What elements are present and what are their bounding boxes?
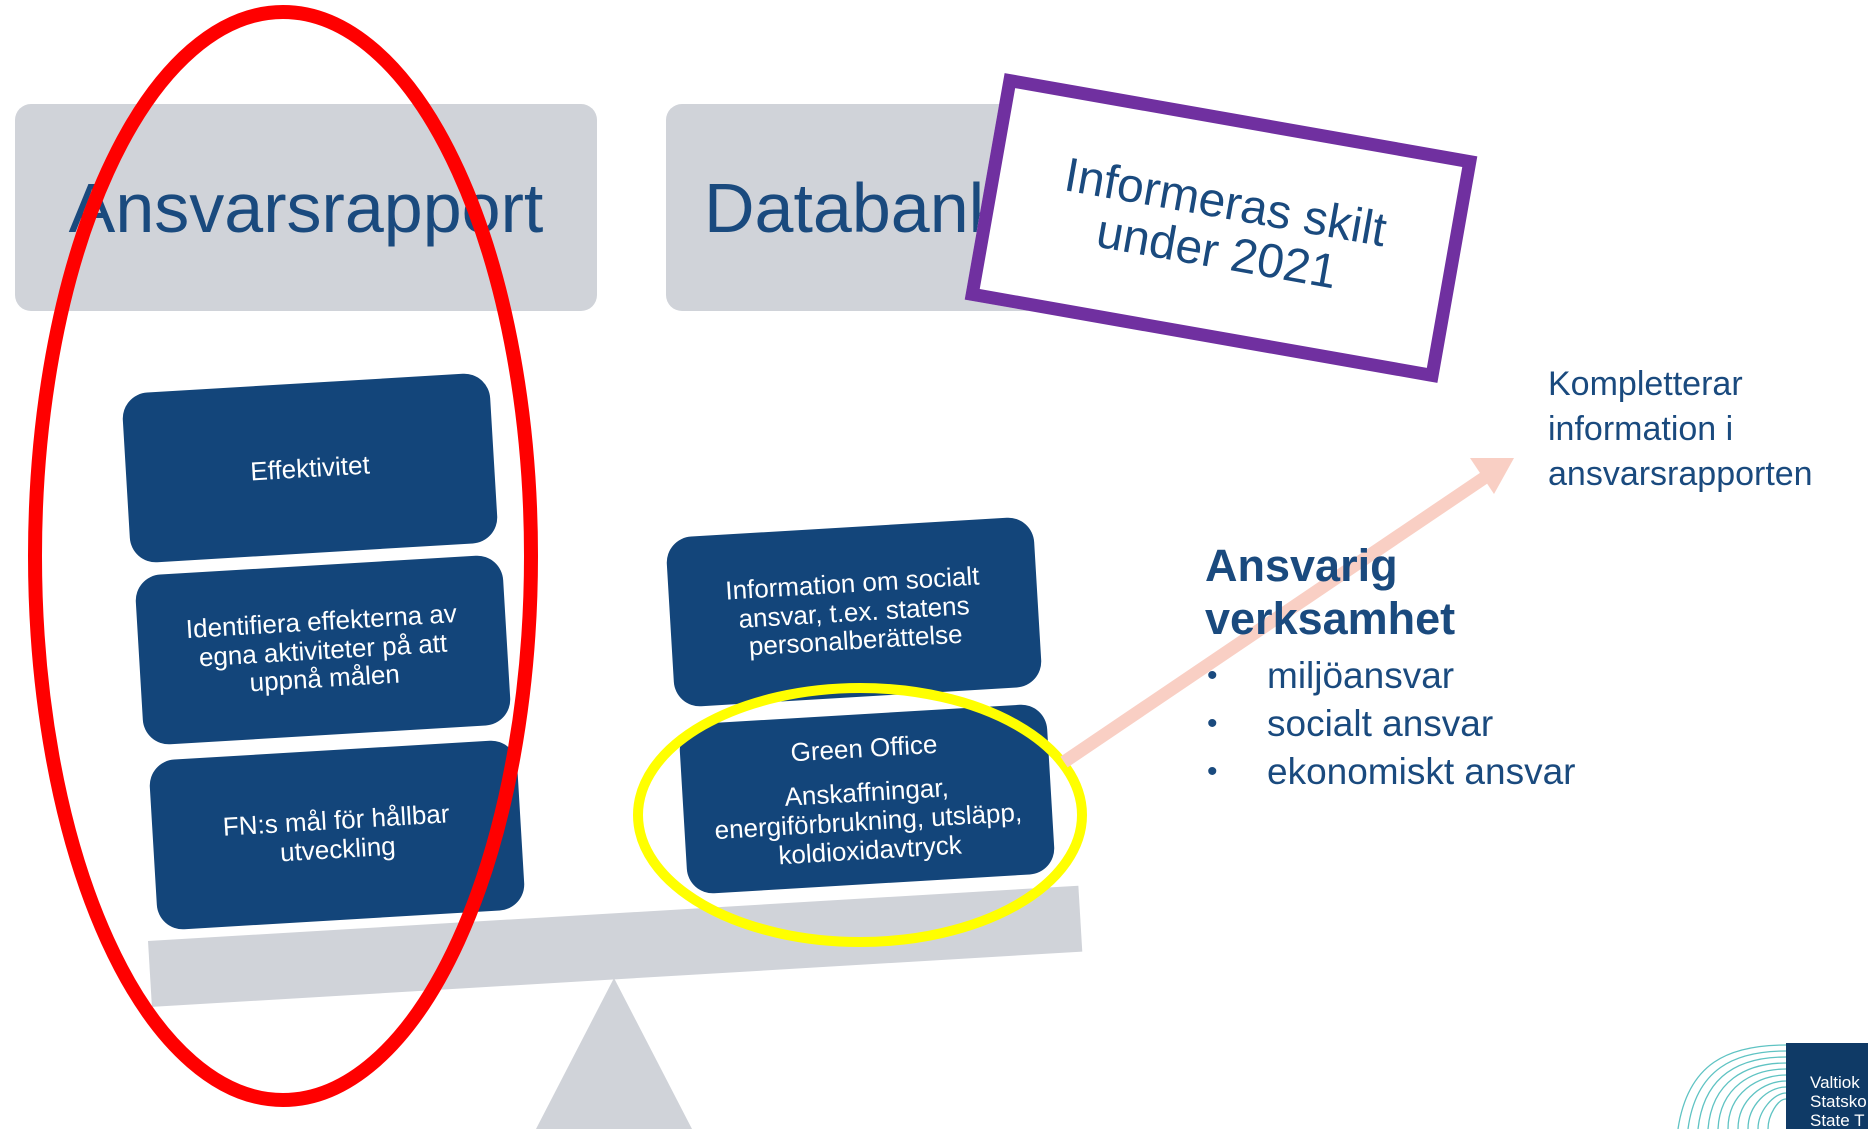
responsible-item: • ekonomiskt ansvar (1207, 748, 1575, 796)
responsible-item: • miljöansvar (1207, 652, 1575, 700)
responsible-item-text: ekonomiskt ansvar (1267, 751, 1576, 792)
bullet-dot: • (1207, 659, 1218, 692)
card-identifiera-effekter-text: Identifiera effekterna av egna aktivitet… (185, 598, 458, 698)
card-identifiera-effekter: Identifiera effekterna av egna aktivitet… (134, 554, 512, 746)
responsible-list: • miljöansvar • socialt ansvar • ekonomiskt… (1207, 652, 1575, 796)
state-treasury-logo-icon (1677, 1044, 1787, 1129)
bullet-dot: • (1207, 707, 1218, 740)
card-fn-mal-text: FN:s mål för hållbar utveckling (222, 798, 451, 868)
logo-line: Statsko (1810, 1092, 1867, 1111)
logo-line: Valtiok (1810, 1073, 1860, 1092)
card-socialt-ansvar-text: Information om socialt ansvar, t.ex. sta… (724, 560, 981, 662)
card-green-office: Green Office Anskaffningar, energiförbru… (678, 703, 1056, 895)
logo-text-panel: Valtiok Statsko State T (1786, 1043, 1868, 1129)
responsible-item-text: socialt ansvar (1267, 703, 1494, 744)
header-databank-label: Databank (704, 168, 1004, 247)
card-socialt-ansvar: Information om socialt ansvar, t.ex. sta… (665, 516, 1043, 708)
callout-informeras-skilt-text: Informeras skilt under 2021 (1060, 148, 1391, 300)
logo-line: State T (1810, 1111, 1865, 1129)
complement-note: Kompletterar information i ansvarsrappor… (1548, 365, 1813, 493)
card-effektivitet-text: Effektivitet (249, 449, 371, 487)
responsible-item: • socialt ansvar (1207, 700, 1575, 748)
bullet-dot: • (1207, 755, 1218, 788)
card-effektivitet: Effektivitet (121, 372, 499, 564)
card-green-office-title: Green Office (789, 728, 939, 768)
responsible-title: Ansvarig verksamhet (1205, 540, 1456, 644)
card-fn-mal: FN:s mål för hållbar utveckling (148, 739, 526, 931)
responsible-item-text: miljöansvar (1267, 655, 1455, 696)
card-green-office-text: Anskaffningar, energiförbrukning, utsläp… (713, 772, 1023, 870)
